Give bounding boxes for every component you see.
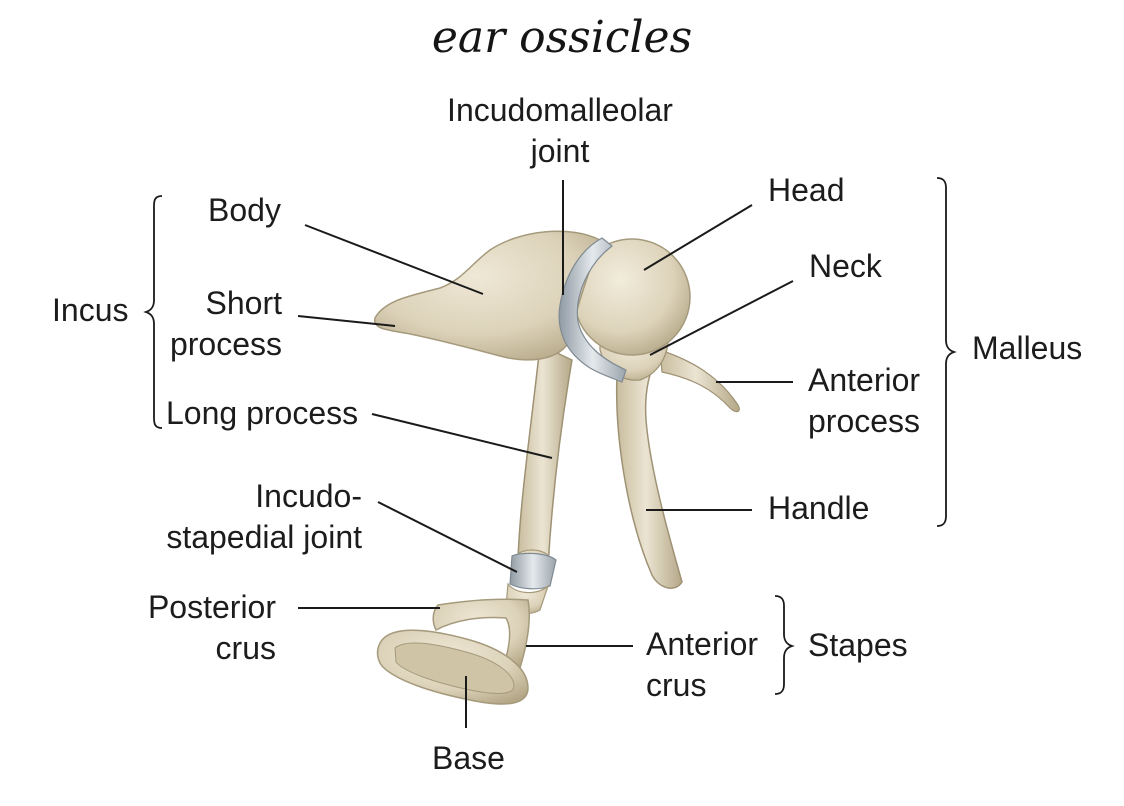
label-anterior-process-line1: Anterior <box>808 362 921 398</box>
label-stapes: Stapes <box>808 627 908 663</box>
label-anterior-crus-line1: Anterior <box>646 626 759 662</box>
malleus-bone <box>573 238 740 589</box>
malleus-brace <box>936 177 957 527</box>
stapes-arch <box>432 598 531 669</box>
leader-long-process <box>371 413 553 459</box>
group-braces <box>143 177 957 695</box>
label-handle: Handle <box>768 490 870 526</box>
leader-short-process <box>297 315 396 327</box>
label-posterior-crus: Posterior crus <box>120 587 276 669</box>
label-long-process: Long process <box>166 395 359 431</box>
label-short-process-line1: Short <box>205 285 282 321</box>
leader-head <box>643 204 753 271</box>
label-body: Body <box>208 192 281 228</box>
label-anterior-process-line2: process <box>808 403 921 439</box>
leader-lines <box>297 180 794 728</box>
stapes-footplate-rim <box>394 642 515 694</box>
incudostapedial-joint-cartilage <box>509 552 557 590</box>
label-incudomalleolar-joint-line1: Incudomalleolar <box>447 92 673 128</box>
label-head: Head <box>768 172 845 208</box>
label-incudomalleolar-joint: Incudomalleolar joint <box>420 90 700 172</box>
label-neck: Neck <box>809 248 882 284</box>
label-short-process: Short process <box>150 283 282 365</box>
label-anterior-process: Anterior process <box>808 360 920 442</box>
leader-incudostapedial-joint <box>377 501 518 573</box>
incus-brace <box>143 195 163 429</box>
stapes-bone <box>376 582 550 705</box>
label-anterior-crus-line2: crus <box>646 667 707 703</box>
label-base: Base <box>432 740 505 776</box>
malleus-anterior-process <box>659 349 740 413</box>
label-malleus: Malleus <box>972 330 1083 366</box>
label-incudostapedial-joint-line2: stapedial joint <box>166 519 362 555</box>
label-anterior-crus: Anterior crus <box>646 624 758 706</box>
label-posterior-crus-line2: crus <box>215 630 276 666</box>
label-incudostapedial-joint: Incudo- stapedial joint <box>130 476 362 558</box>
label-short-process-line2: process <box>169 326 282 362</box>
leader-neck <box>649 280 794 356</box>
label-incudostapedial-joint-line1: Incudo- <box>255 478 362 514</box>
stapes-brace <box>774 595 795 695</box>
label-incudomalleolar-joint-line2: joint <box>530 133 590 169</box>
diagram-title: ear ossicles <box>431 12 693 63</box>
label-incus: Incus <box>52 292 129 328</box>
malleus-handle <box>615 350 683 589</box>
label-posterior-crus-line1: Posterior <box>147 589 276 625</box>
leader-body <box>304 224 484 295</box>
